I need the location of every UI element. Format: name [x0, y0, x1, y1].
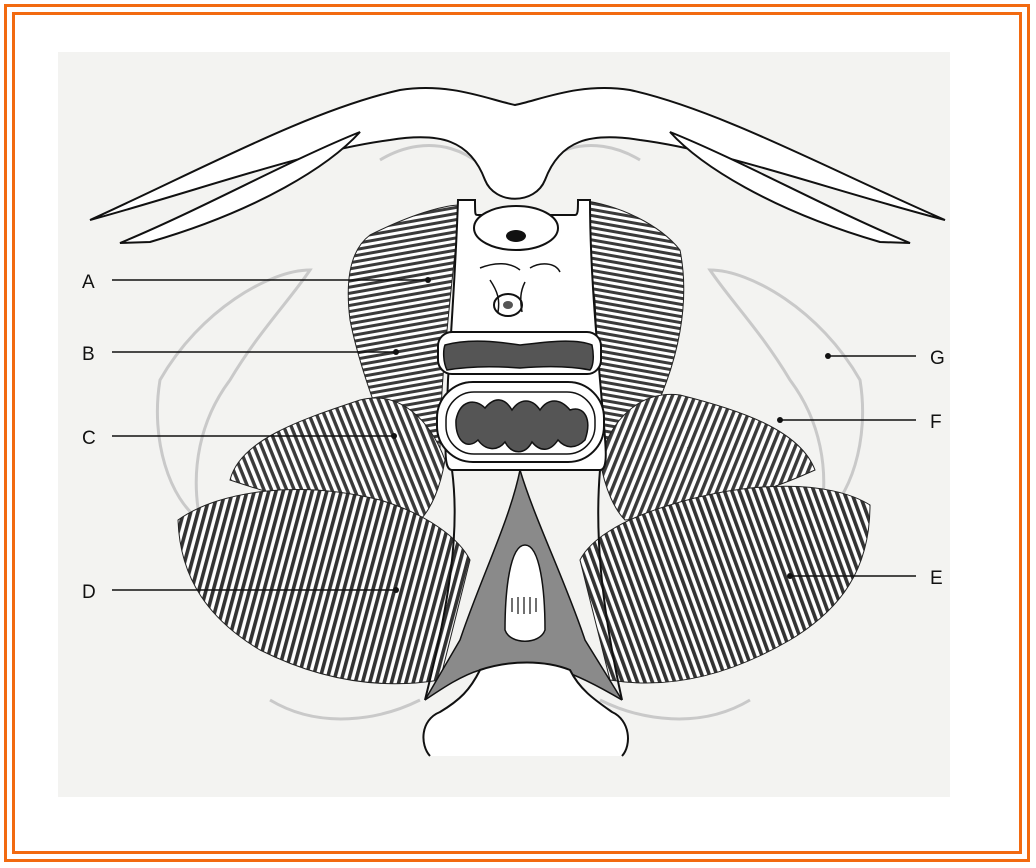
label-b: B	[82, 344, 95, 365]
label-e: E	[930, 568, 943, 589]
label-g: G	[930, 348, 945, 369]
upper-oval-structure	[474, 206, 558, 250]
urethral-opening-center	[503, 301, 513, 309]
label-a: A	[82, 272, 95, 293]
upper-oval-dot	[506, 230, 526, 242]
label-d: D	[82, 582, 96, 603]
vaginal-opening-inner	[444, 341, 594, 370]
label-f: F	[930, 412, 942, 433]
label-c: C	[82, 428, 96, 449]
